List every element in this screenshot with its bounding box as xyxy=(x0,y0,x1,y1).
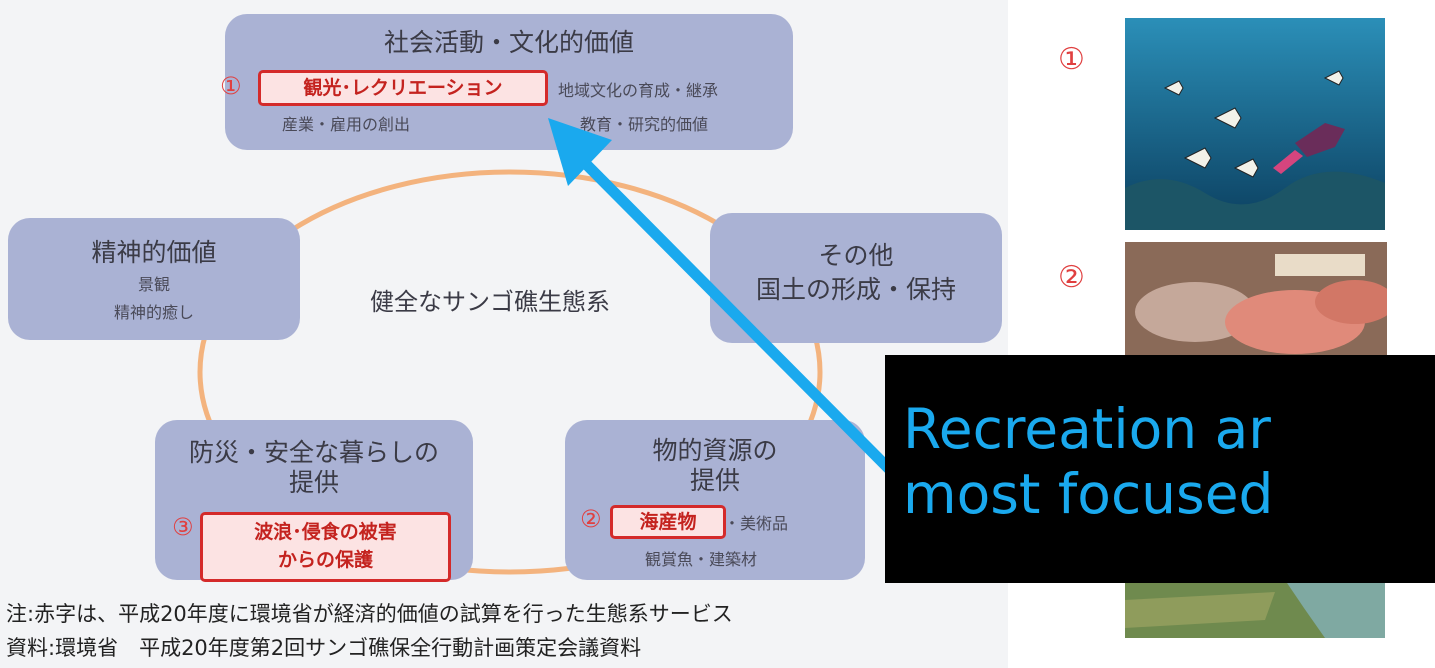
note-red-text: 注:赤字は、平成20年度に環境省が経済的価値の試算を行った生態系サービス xyxy=(6,602,733,626)
marker-3: ③ xyxy=(172,513,194,541)
coastline-image xyxy=(1125,580,1385,638)
box-title-line2: 提供 xyxy=(689,466,740,495)
box-material-resources: 物的資源の 提供 xyxy=(565,420,865,580)
item-ornamental-fish: 観賞魚・建築材 xyxy=(645,550,758,569)
seafood-image xyxy=(1125,242,1387,362)
reef-diver-image xyxy=(1125,18,1385,230)
center-healthy-coral-reef: 健全なサンゴ礁生態系 xyxy=(370,288,610,316)
arrow-shaft xyxy=(574,152,906,486)
ring-line xyxy=(197,169,823,575)
box-other: その他 国土の形成・保持 xyxy=(710,213,1002,343)
item-spiritual-healing: 精神的癒し xyxy=(113,303,194,322)
item-regional-culture: 地域文化の育成・継承 xyxy=(558,81,719,100)
box-spiritual-value: 精神的価値 景観 精神的癒し xyxy=(8,218,300,340)
highlight-line2: からの保護 xyxy=(277,549,373,571)
marker-2: ② xyxy=(580,505,602,533)
box-title-line2: 提供 xyxy=(288,468,339,497)
highlight-line1: 波浪･侵食の被害 xyxy=(254,521,397,543)
box-title-line1: 防災・安全な暮らしの xyxy=(188,438,439,467)
photo-marker-1: ① xyxy=(1058,42,1085,77)
item-education-research: 教育・研究的価値 xyxy=(580,115,709,134)
box-title-line2: 国土の形成・保持 xyxy=(755,275,956,304)
diagram-panel: 社会活動・文化的価値 ① 観光･レクリエーション 地域文化の育成・継承 産業・雇… xyxy=(0,0,1008,668)
highlight-tourism-recreation: 観光･レクリエーション xyxy=(258,70,548,106)
photo-marker-2: ② xyxy=(1058,260,1085,295)
coastline-photo xyxy=(1125,580,1385,638)
highlight-marine-products: 海産物 xyxy=(610,505,726,539)
caption-overlay: Recreation ar most focused xyxy=(885,355,1435,583)
ecosystem-ring xyxy=(197,169,823,575)
highlight-wave-erosion-protection: 波浪･侵食の被害 からの保護 xyxy=(200,512,451,582)
box-title-line1: 物的資源の xyxy=(652,436,778,465)
arrow-head xyxy=(548,118,612,186)
item-industry-employment: 産業・雇用の創出 xyxy=(282,115,411,134)
seafood-photo xyxy=(1125,242,1387,362)
box-title-line1: その他 xyxy=(818,241,894,270)
box-title: 精神的価値 xyxy=(91,238,217,267)
box-title: 社会活動・文化的価値 xyxy=(383,28,634,57)
note-source: 資料:環境省 平成20年度第2回サンゴ礁保全行動計画策定会議資料 xyxy=(6,636,642,660)
caption-line1: Recreation ar xyxy=(903,397,1271,461)
reef-diver-photo xyxy=(1125,18,1385,230)
marker-1: ① xyxy=(220,72,242,100)
item-scenery: 景観 xyxy=(137,275,170,294)
caption-line2: most focused xyxy=(903,462,1274,526)
item-art-crafts: ・美術品 xyxy=(724,514,789,533)
